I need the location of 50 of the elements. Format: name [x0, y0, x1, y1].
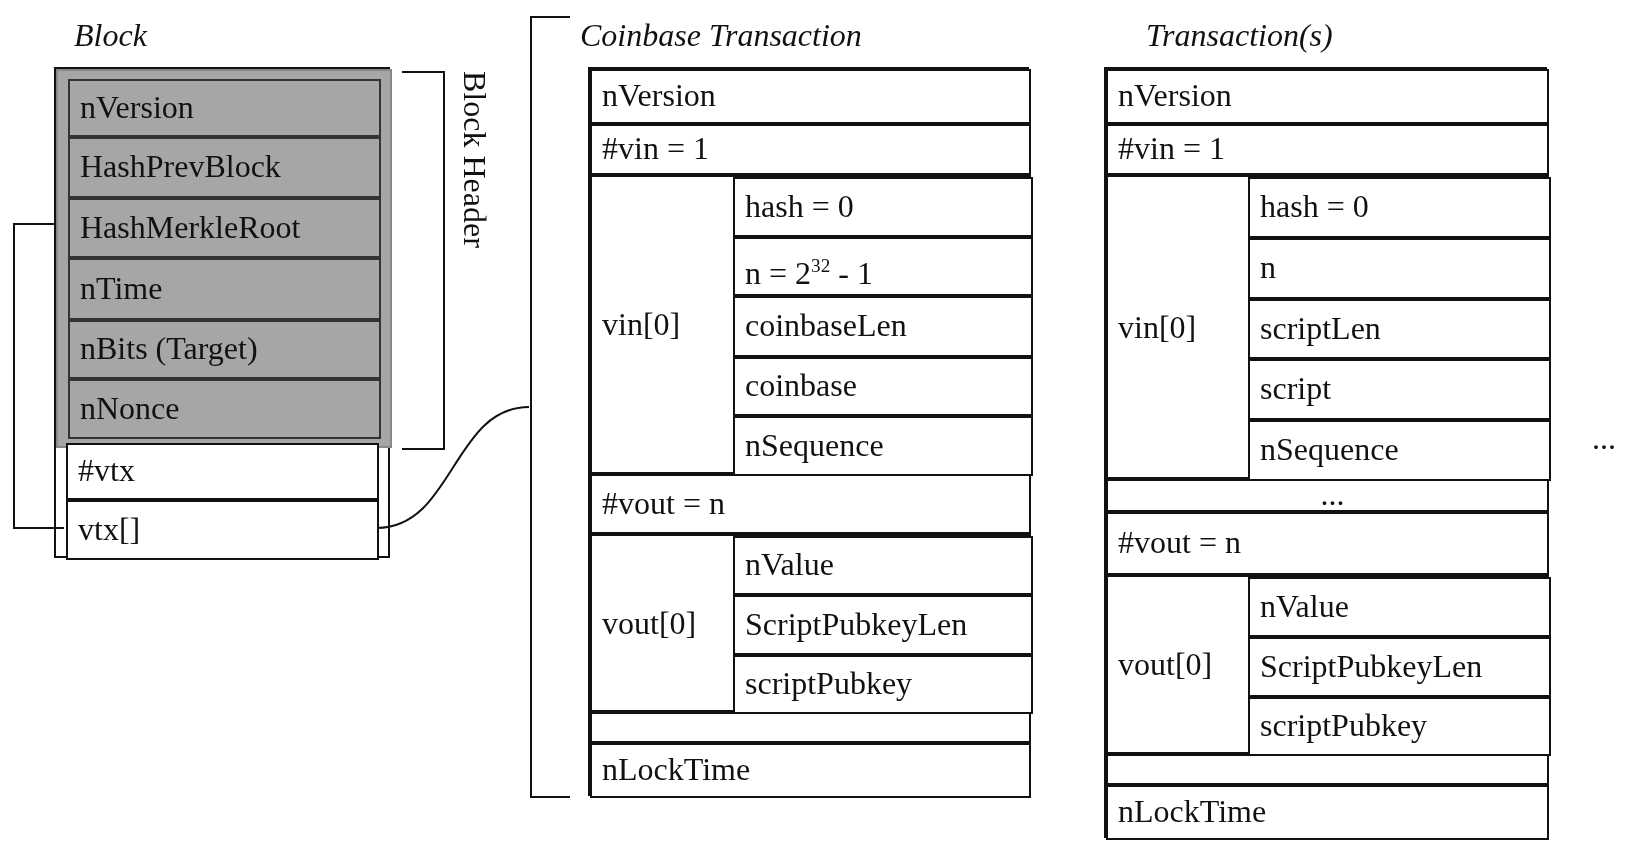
row-label: vout[0]	[601, 603, 698, 643]
data-field: n	[1248, 238, 1551, 299]
data-field: hash = 0	[1248, 177, 1551, 238]
data-field: #vout = n	[1106, 512, 1549, 575]
ellipsis-note: ...	[1592, 420, 1616, 457]
field-group	[1106, 175, 1549, 479]
data-field: n = 2$^{32}$ - 1	[733, 237, 1033, 296]
data-field	[1106, 754, 1549, 785]
data-field: nLockTime	[590, 743, 1031, 798]
data-field: #vout = n	[590, 474, 1031, 534]
table-heading: Transaction(s)	[1146, 17, 1333, 54]
data-field: ScriptPubkeyLen	[733, 595, 1033, 655]
field-group	[1106, 575, 1549, 754]
row-label: vin[0]	[601, 305, 682, 344]
field-group	[590, 175, 1031, 474]
data-field: HashPrevBlock	[68, 137, 381, 198]
data-field: nBits (Target)	[68, 320, 381, 379]
data-field	[590, 712, 1031, 743]
data-field: nLockTime	[1106, 785, 1549, 840]
data-field: hash = 0	[733, 177, 1033, 237]
row-label: vout[0]	[1117, 645, 1214, 684]
data-field: nSequence	[733, 416, 1033, 476]
data-field: nSequence	[1248, 420, 1551, 481]
data-field: coinbaseLen	[733, 296, 1033, 357]
data-field: nVersion	[1106, 69, 1549, 124]
row-label: vin[0]	[1117, 307, 1198, 347]
data-field: ...	[1106, 479, 1549, 512]
data-field: nValue	[1248, 577, 1551, 637]
data-field: #vin = 1	[590, 124, 1031, 175]
data-field: HashMerkleRoot	[68, 198, 381, 258]
table-heading: Coinbase Transaction	[580, 17, 862, 54]
data-field: nValue	[733, 536, 1033, 595]
data-field: nNonce	[68, 379, 381, 439]
data-field: coinbase	[733, 357, 1033, 416]
data-field: #vin = 1	[1106, 124, 1549, 175]
data-field: vtx[]	[66, 500, 379, 560]
data-field: script	[1248, 359, 1551, 420]
data-field: nVersion	[68, 79, 381, 137]
table-heading: Block	[74, 17, 147, 54]
data-field: #vtx	[66, 443, 379, 500]
connector-line	[13, 223, 65, 529]
data-field: scriptPubkey	[1248, 697, 1551, 756]
data-field: nVersion	[590, 69, 1031, 124]
data-field: ScriptPubkeyLen	[1248, 637, 1551, 697]
bracket	[529, 16, 570, 798]
field-group	[590, 534, 1031, 712]
data-field: scriptLen	[1248, 299, 1551, 359]
data-field: nTime	[68, 258, 381, 320]
bracket-label: Block Header	[456, 71, 493, 248]
data-field: scriptPubkey	[733, 655, 1033, 714]
